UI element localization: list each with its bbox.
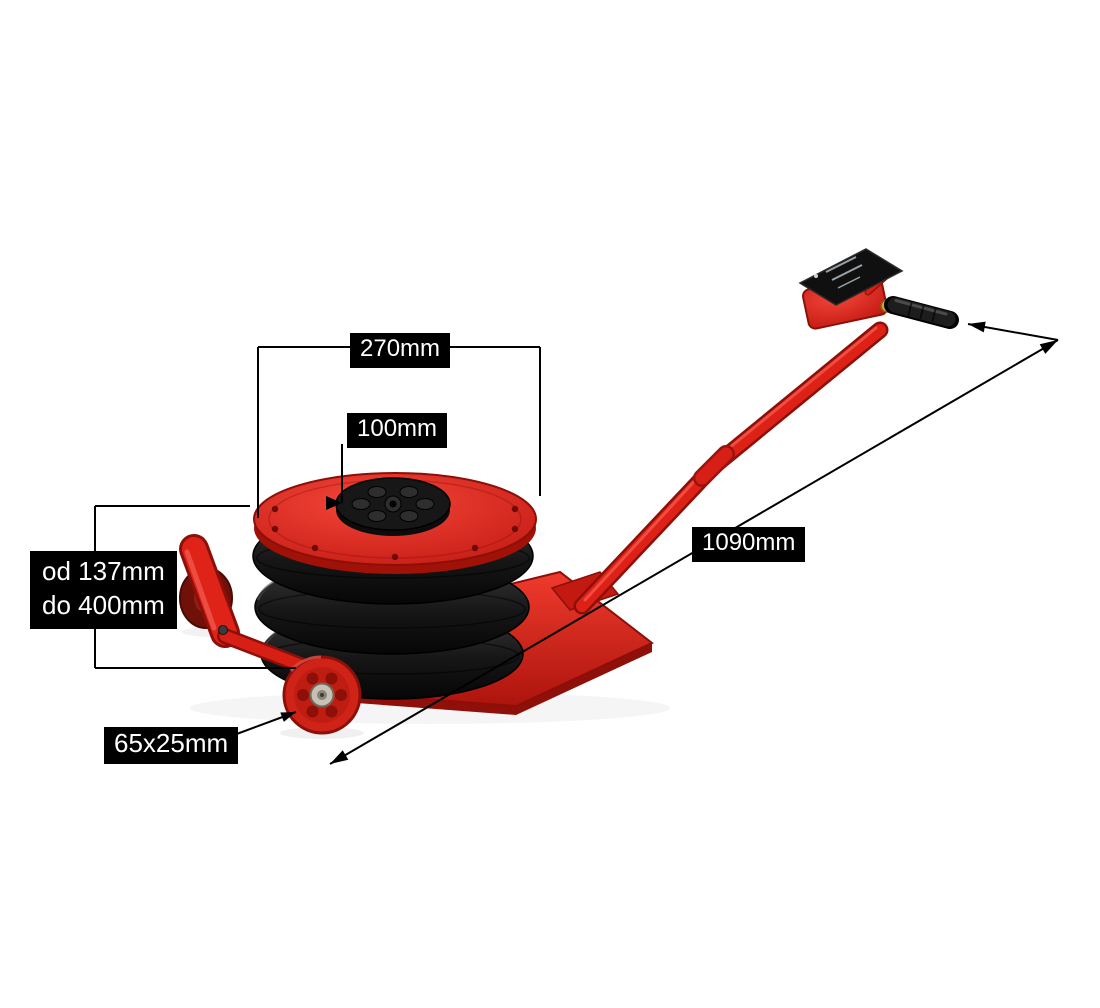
dim-line-pad-diameter (326, 444, 343, 510)
left-caster (179, 534, 316, 676)
dim-label-height-range-line1: od 137mm (42, 556, 165, 586)
control-head (798, 248, 904, 330)
dim-label-wheel-size: 65x25mm (104, 727, 239, 764)
rubber-pad (335, 477, 451, 536)
dim-line-wheel-size (233, 711, 297, 736)
dim-label-pad-diameter: 100mm (347, 413, 448, 448)
instruction-plate (798, 248, 904, 306)
dim-label-total-length: 1090mm (692, 527, 806, 562)
dim-label-top-plate-width: 270mm (350, 333, 451, 368)
handle-assembly (573, 248, 959, 615)
dim-label-height-range: od 137mm do 400mm (30, 551, 177, 629)
plate-screws (271, 505, 519, 561)
front-wheel (282, 655, 362, 735)
handle-grip (884, 296, 959, 329)
dim-label-height-range-line2: do 400mm (42, 589, 165, 620)
